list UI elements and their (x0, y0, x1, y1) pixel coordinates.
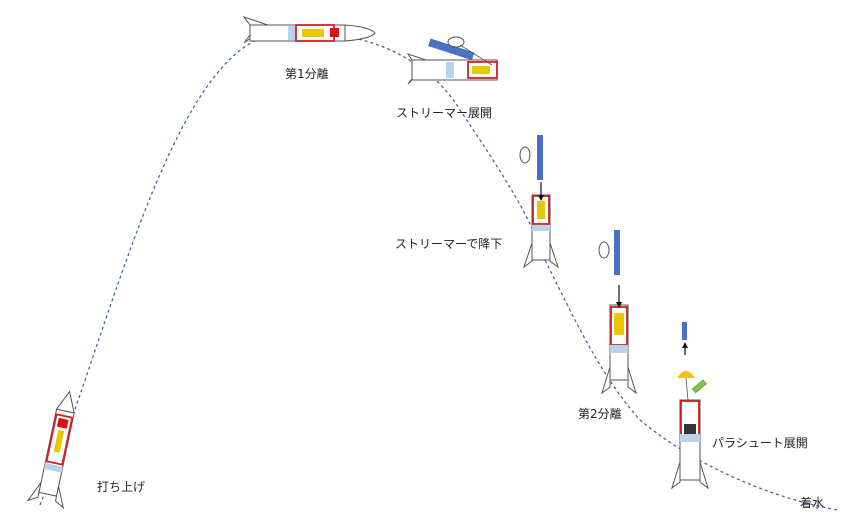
green-part (691, 379, 707, 394)
nosecone-2 (519, 146, 531, 164)
label-first-separation: 第1分離 (285, 67, 329, 81)
parachute (677, 371, 695, 378)
label-second-separation: 第2分離 (578, 407, 622, 421)
rocket-second-separation (601, 304, 637, 395)
streamer-2 (537, 135, 543, 180)
label-parachute-deploy: パラシュート展開 (712, 436, 808, 450)
rocket-streamer-deploy (406, 53, 498, 85)
nosecone-3 (598, 241, 610, 259)
rocket-parachute-deploy (671, 399, 709, 490)
rocket-launch (26, 390, 75, 510)
streamer-4 (682, 322, 687, 340)
label-streamer-deploy: ストリーマー展開 (396, 106, 493, 120)
streamer-3 (614, 230, 620, 275)
streamer-1 (428, 38, 475, 61)
rocket-apex (242, 16, 376, 44)
label-splashdown: 着水 (800, 496, 825, 510)
flight-trajectory (39, 32, 839, 511)
label-launch: 打ち上げ (97, 480, 146, 494)
rocket-streamer-descent (523, 194, 559, 269)
label-streamer-descent: ストリーマーで降下 (395, 237, 503, 251)
nosecone-1 (447, 36, 465, 48)
